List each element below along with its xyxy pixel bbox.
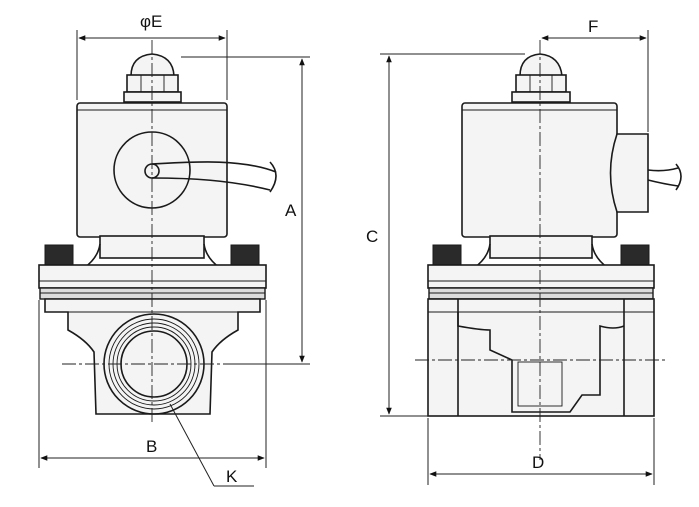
label-d: D bbox=[532, 453, 544, 472]
front-view bbox=[38, 40, 277, 425]
side-upper-flange bbox=[427, 264, 655, 289]
side-coil-housing bbox=[461, 102, 618, 238]
front-coil-housing bbox=[76, 102, 228, 238]
side-neck bbox=[489, 235, 593, 259]
front-cap-nut bbox=[123, 53, 182, 103]
front-gasket bbox=[39, 287, 266, 300]
dimension-lines bbox=[38, 30, 655, 487]
side-gasket bbox=[428, 287, 654, 300]
label-k: K bbox=[226, 467, 238, 486]
side-lower-body bbox=[427, 298, 655, 417]
side-inner-cavity bbox=[457, 312, 625, 413]
front-right-bolt bbox=[230, 244, 260, 266]
label-f: F bbox=[588, 17, 598, 36]
label-c: C bbox=[366, 227, 378, 246]
front-left-bolt bbox=[44, 244, 74, 266]
label-phi-e: φE bbox=[140, 12, 162, 31]
front-lower-body bbox=[44, 298, 261, 415]
label-b: B bbox=[146, 437, 157, 456]
side-right-bolt bbox=[620, 244, 650, 266]
side-connector bbox=[609, 133, 682, 213]
side-view bbox=[415, 40, 682, 460]
front-upper-flange bbox=[38, 264, 267, 289]
label-a: A bbox=[285, 201, 297, 220]
side-left-bolt bbox=[432, 244, 462, 266]
side-cap-nut bbox=[511, 53, 571, 103]
